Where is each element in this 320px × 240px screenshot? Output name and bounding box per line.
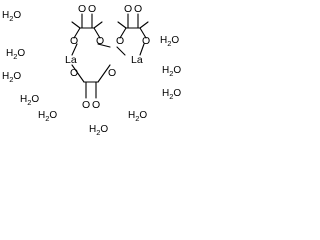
water-label: H2O [2, 10, 21, 23]
bond [71, 21, 81, 29]
water-label: H2O [160, 35, 179, 48]
coordination-bond [71, 43, 78, 56]
water-label: H2O [128, 110, 147, 123]
atom-labels: O O O O O O O O La La O O O O [65, 3, 150, 111]
bond [71, 64, 85, 83]
oxygen-label: O [82, 99, 90, 111]
bond [117, 21, 127, 29]
bond [73, 27, 81, 39]
water-label: H2O [6, 48, 25, 61]
water-label: H2O [38, 110, 57, 123]
lanthanum-label: La [65, 54, 77, 66]
oxygen-label: O [116, 35, 124, 47]
oxygen-label: O [78, 3, 86, 15]
oxygen-label: O [92, 99, 100, 111]
lanthanum-label: La [131, 54, 143, 66]
bond [139, 27, 147, 39]
water-label: H2O [162, 65, 181, 78]
oxygen-label: O [134, 3, 142, 15]
bond [93, 27, 101, 39]
coordination-bond [139, 43, 145, 56]
oxalate-bonds [71, 13, 149, 99]
coordination-bond [116, 46, 126, 56]
water-label: H2O [162, 88, 181, 101]
oxygen-label: O [142, 35, 150, 47]
bond [119, 27, 127, 39]
oxygen-label: O [70, 67, 78, 79]
coordination-bond [97, 43, 111, 48]
oxygen-label: O [88, 3, 96, 15]
water-label: H2O [89, 124, 108, 137]
water-label: H2O [20, 94, 39, 107]
water-label: H2O [2, 71, 21, 84]
bond [139, 21, 149, 29]
oxygen-label: O [124, 3, 132, 15]
lanthanum-oxalate-decahydrate-structure: O O O O O O O O La La O O O O H2O H2O H2… [2, 3, 181, 137]
oxygen-label: O [70, 35, 78, 47]
water-molecules: H2O H2O H2O H2O H2O H2O H2O H2O H2O H2O [2, 10, 181, 137]
bond [97, 64, 111, 83]
bond [93, 21, 103, 29]
oxygen-label: O [96, 35, 104, 47]
oxygen-label: O [108, 67, 116, 79]
